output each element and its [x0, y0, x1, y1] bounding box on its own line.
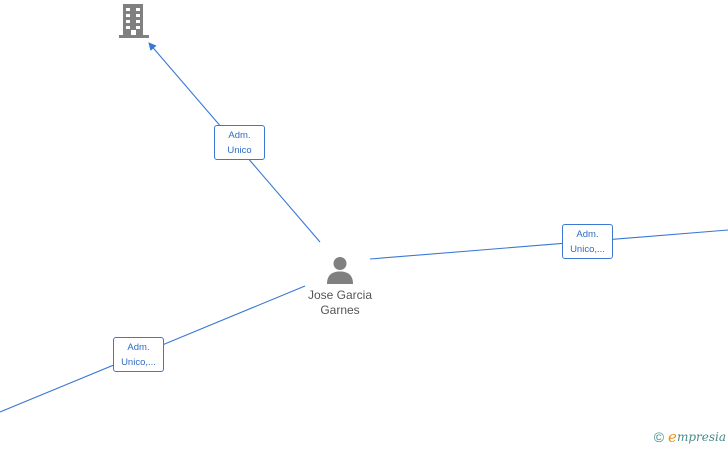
building-icon[interactable] [117, 3, 151, 39]
copyright-icon: © [653, 429, 665, 445]
person-name: Jose Garcia Garnes [300, 288, 380, 318]
edge-label-line2: Unico,... [570, 244, 605, 255]
edge-label-bottom-left[interactable]: Adm. Unico,... [113, 337, 164, 372]
edge-label-company[interactable]: Adm. Unico [214, 125, 265, 160]
edge-label-line1: Adm. [576, 229, 599, 240]
person-name-line1: Jose Garcia [307, 288, 373, 302]
edge-line-right [369, 229, 728, 260]
person-icon [327, 257, 353, 284]
brand-watermark: © e mpresia [654, 428, 726, 446]
edge-label-right[interactable]: Adm. Unico,... [562, 224, 613, 259]
edge-label-line1: Adm. [228, 130, 251, 141]
person-node[interactable]: Jose Garcia Garnes [300, 255, 380, 318]
edge-label-line1: Adm. [127, 342, 150, 353]
person-name-line2: Garnes [320, 303, 360, 317]
edge-label-line2: Unico [227, 145, 252, 156]
brand-logo-text: mpresia [676, 430, 726, 444]
brand-logo-letter: e [668, 428, 677, 446]
edge-label-line2: Unico,... [121, 357, 156, 368]
